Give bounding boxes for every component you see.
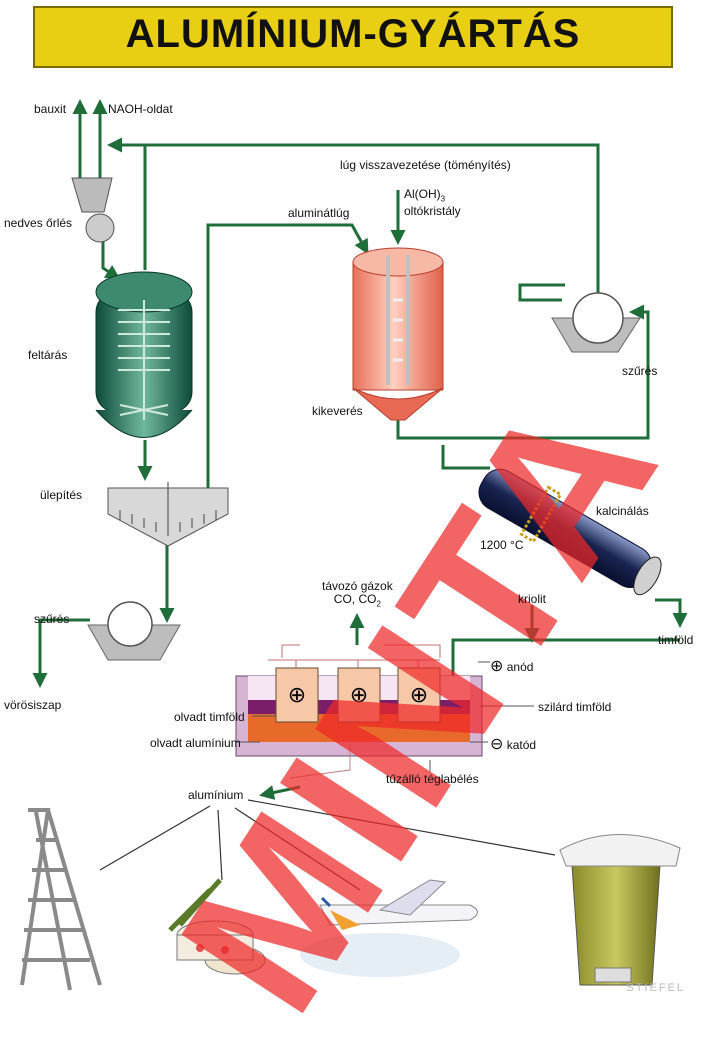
svg-text:⊕: ⊕ [288,683,306,708]
szures-return [518,283,565,302]
label-bauxit: bauxit [34,102,67,116]
svg-text:⊕: ⊕ [410,683,428,708]
to-kiln [441,445,490,470]
label-tavozo: távozó gázok CO, CO2 [322,579,393,609]
label-anod: ⊕ anód [490,656,534,675]
label-kalcinalas: kalcinálás [596,504,649,518]
label-feltaras: feltárás [28,348,68,362]
bin-image [559,834,681,986]
label-vorosiszap: vörösiszap [4,698,62,712]
timfold-to-cell [445,638,680,703]
label-szures-lower: szűrés [34,612,70,626]
kiln-to-timfold [655,598,688,628]
process-diagram: ⊕ ⊕ ⊕ [20,99,688,991]
pots-image [168,878,266,975]
label-kriolit: kriolit [518,592,547,606]
title-box: ALUMÍNIUM-GYÁRTÁS [33,6,673,68]
title-banner: ALUMÍNIUM-GYÁRTÁS [0,0,707,74]
svg-text:⊕: ⊕ [350,683,368,708]
filter-right [551,292,641,353]
label-olvadt-timfold: olvadt timföld [174,710,245,724]
ladder-image [20,808,102,991]
szures-to-vorosiszap [32,618,90,688]
electrolysis-cell: ⊕ ⊕ ⊕ [235,644,483,779]
grinder [71,177,115,243]
aluminium-out [259,785,301,800]
label-tuzallo: tűzálló téglabélés [386,772,479,786]
label-szures-right: szűrés [622,364,658,378]
label-olvadt-aluminium: olvadt alumínium [150,736,241,750]
rotary-kiln [478,468,662,596]
label-kikeveres: kikeverés [312,404,363,418]
anode-blocks: ⊕ ⊕ ⊕ [275,667,441,723]
label-aluminium: alumínium [188,788,244,802]
label-aloh: Al(OH)3 oltókristály [404,187,461,219]
page-title: ALUMÍNIUM-GYÁRTÁS [125,12,581,56]
label-nedves-orles: nedves őrlés [4,216,73,230]
label-temperature: 1200 °C [480,538,524,552]
label-naoh: NAOH-oldat [108,102,173,116]
lug-return-line [107,137,600,300]
label-katod: ⊖ katód [490,734,537,753]
filter-lower [87,601,181,661]
digester-tank [95,271,193,438]
product-lines [99,799,556,891]
label-ulepites: ülepítés [40,488,83,502]
label-timfold: timföld [658,633,694,647]
kikeveres-out [396,304,650,440]
label-szilard-timfold: szilárd timföld [538,700,612,714]
mixing-tank [352,247,444,421]
brand-logo: STIEFEL [626,982,685,994]
settling-tank [107,482,229,547]
label-lug: lúg visszavezetése (töményítés) [340,158,511,172]
aluminatlug-line [206,223,369,490]
airplane-image [300,879,478,977]
label-aluminatlug: aluminátlúg [288,206,350,220]
